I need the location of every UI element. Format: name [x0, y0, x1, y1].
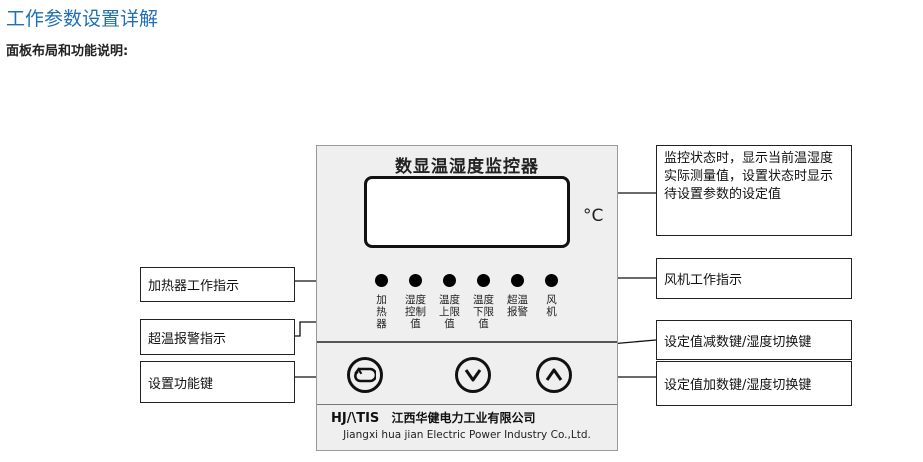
decrease-button[interactable] [455, 357, 491, 393]
brand-line: HJ/\TIS 江西华健电力工业有限公司 [331, 409, 535, 426]
chevron-down-icon [464, 369, 482, 382]
overtemp-callout-box: 超温报警指示 [140, 319, 295, 355]
temp-upper-limit-label: 温度上限值 [439, 294, 460, 330]
panel-divider [317, 341, 617, 343]
brand-name-cn: 江西华健电力工业有限公司 [391, 411, 536, 425]
temp-lower-limit-led [477, 274, 490, 287]
celsius-unit: °C [583, 206, 604, 226]
heater-label: 加热器 [376, 294, 387, 330]
page-subtitle: 面板布局和功能说明: [6, 44, 129, 59]
controller-panel: 数显温湿度监控器 °C 加热器 湿度控制值 温度上限值 温度下限值 超温报警 风… [316, 145, 618, 451]
heater-indicator-led [375, 274, 388, 287]
panel-title: 数显温湿度监控器 [395, 157, 539, 177]
heater-callout-box: 加热器工作指示 [140, 267, 295, 302]
temp-lower-limit-label: 温度下限值 [473, 294, 494, 330]
fan-indicator-led [545, 274, 558, 287]
increase-callout-box: 设定值加数键/湿度切换键 [656, 361, 852, 406]
decrease-callout-box: 设定值减数键/湿度切换键 [656, 320, 852, 360]
overtemp-alarm-led [511, 274, 524, 287]
chevron-up-icon [545, 368, 563, 381]
humidity-control-led [409, 274, 422, 287]
cycle-icon [354, 367, 376, 383]
display-callout-box: 监控状态时，显示当前温湿度实际测量值，设置状态时显示待设置参数的设定值 [656, 145, 852, 236]
set-function-button[interactable] [347, 357, 383, 393]
set-function-callout-box: 设置功能键 [140, 361, 295, 403]
humidity-control-label: 湿度控制值 [405, 294, 426, 330]
fan-label: 风机 [546, 294, 557, 318]
brand-logo: HJ/\TIS [331, 411, 380, 426]
temp-upper-limit-led [443, 274, 456, 287]
brand-name-en: Jiangxi hua jian Electric Power Industry… [343, 429, 591, 441]
page-title: 工作参数设置详解 [6, 8, 159, 30]
overtemp-alarm-label: 超温报警 [507, 294, 528, 318]
fan-callout-box: 风机工作指示 [656, 258, 852, 299]
brand-divider [317, 404, 617, 405]
increase-button[interactable] [536, 357, 572, 393]
lcd-display [364, 176, 570, 248]
